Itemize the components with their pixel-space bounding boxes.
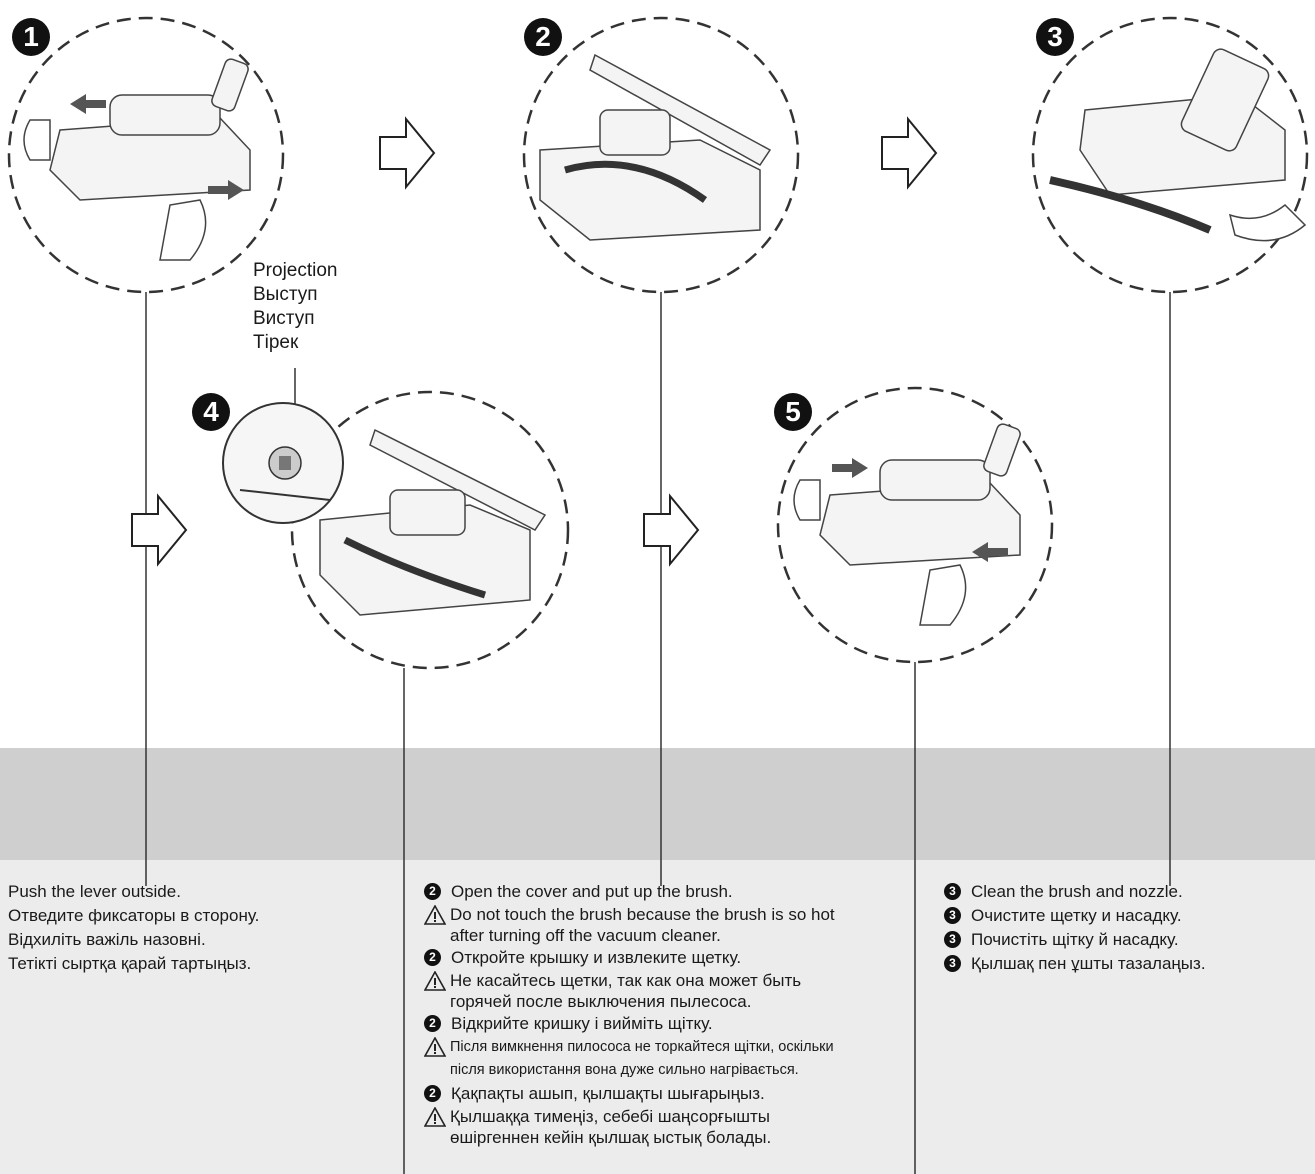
push-arrows-1	[70, 94, 244, 200]
step4-circle	[290, 390, 570, 670]
nozzle-illustration-4	[319, 428, 547, 616]
projection-uk: Виступ	[253, 308, 315, 329]
warning-icon	[424, 1107, 446, 1127]
leader-lines	[145, 292, 1171, 1174]
step-4-badge: 4	[192, 393, 230, 431]
step3-circle	[1031, 16, 1309, 294]
step5-circle	[776, 386, 1054, 664]
step3-kk: Қылшақ пен ұшты тазалаңыз.	[971, 954, 1206, 973]
step2-uk-warning: Після вимкнення пилососа не торкайтеся щ…	[450, 1039, 834, 1078]
flow-arrow-4-5	[643, 495, 699, 565]
step-bullet: 3	[944, 907, 961, 924]
push-arrows-5	[832, 458, 1008, 562]
warning-icon	[424, 1037, 446, 1057]
step2-uk: Відкрийте кришку і вийміть щітку.	[451, 1014, 713, 1033]
instructions-step-2: 2 Open the cover and put up the brush. D…	[424, 880, 914, 1148]
nozzle-illustration-2	[539, 53, 772, 241]
warning-icon	[424, 971, 446, 991]
flow-arrow-3-4	[131, 495, 187, 565]
step-bullet: 2	[424, 1015, 441, 1032]
flow-arrow-1-2	[379, 118, 435, 188]
step-bullet: 3	[944, 883, 961, 900]
step-2-badge: 2	[524, 18, 562, 56]
projection-en: Projection	[253, 260, 338, 281]
step-bullet: 2	[424, 949, 441, 966]
gray-band	[0, 748, 1315, 860]
projection-detail	[222, 402, 344, 524]
step2-kk: Қақпақты ашып, қылшақты шығарыңыз.	[451, 1084, 765, 1103]
step3-ru: Очистите щетку и насадку.	[971, 906, 1182, 925]
step1-ru: Отведите фиксаторы в сторону.	[8, 906, 260, 925]
step2-ru-warning: Не касайтесь щетки, так как она может бы…	[450, 971, 802, 1011]
step3-uk: Почистіть щітку й насадку.	[971, 930, 1179, 949]
projection-kk: Тірек	[253, 332, 299, 353]
warning-icon	[424, 905, 446, 925]
step-5-badge: 5	[774, 393, 812, 431]
nozzle-illustration-1	[23, 58, 251, 261]
step1-circle	[7, 16, 285, 294]
step2-en-warning: Do not touch the brush because the brush…	[450, 905, 835, 945]
step-bullet: 2	[424, 883, 441, 900]
step-bullet: 3	[944, 931, 961, 948]
flow-arrow-2-3	[881, 118, 937, 188]
step-bullet: 3	[944, 955, 961, 972]
instructions-step-3: 3 Clean the brush and nozzle. 3 Очистите…	[944, 880, 1304, 976]
projection-ru: Выступ	[253, 284, 318, 305]
step2-ru: Откройте крышку и извлеките щетку.	[451, 948, 742, 967]
step1-kk: Тетікті сыртқа қарай тартыңыз.	[8, 954, 252, 973]
instructions-step-1: Push the lever outside. Отведите фиксато…	[8, 880, 259, 976]
step-1-badge: 1	[12, 18, 50, 56]
step3-en: Clean the brush and nozzle.	[971, 882, 1183, 901]
step2-en: Open the cover and put up the brush.	[451, 882, 733, 901]
step1-en: Push the lever outside.	[8, 882, 181, 901]
nozzle-illustration-3	[1049, 48, 1307, 242]
step-bullet: 2	[424, 1085, 441, 1102]
step1-uk: Відхиліть важіль назовні.	[8, 930, 206, 949]
step2-circle	[522, 16, 800, 294]
projection-label: Projection Выступ Виступ Тірек	[253, 259, 338, 355]
nozzle-illustration-5	[793, 423, 1021, 626]
instructions-panel	[0, 860, 1315, 1174]
step-3-badge: 3	[1036, 18, 1074, 56]
step2-kk-warning: Қылшаққа тимеңіз, себебі шаңсорғышты өші…	[450, 1107, 772, 1147]
